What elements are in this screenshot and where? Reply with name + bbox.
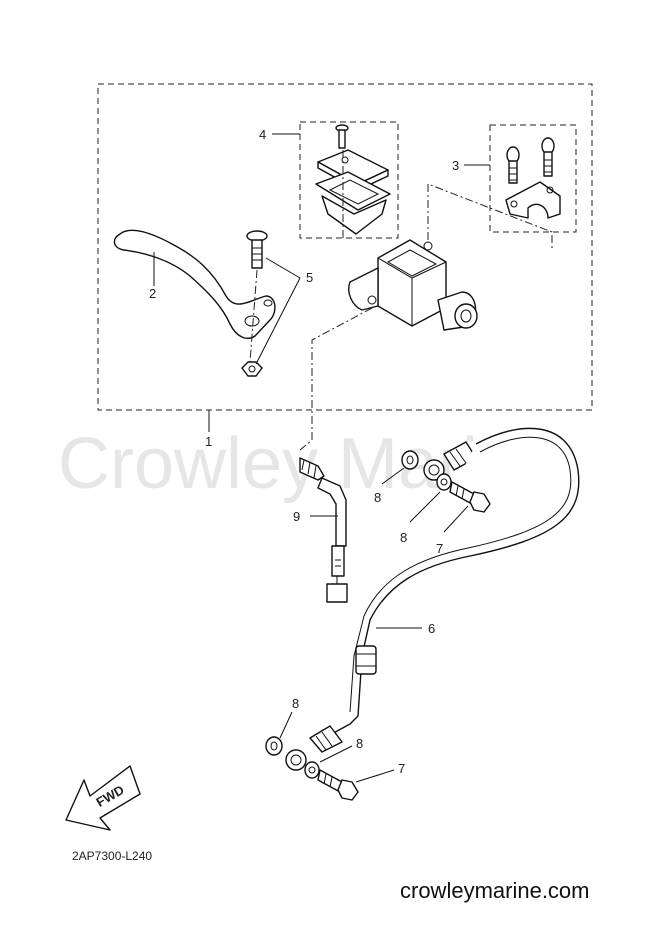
callout-8-upper-right: 8	[400, 530, 407, 545]
switch-centre-line	[299, 307, 373, 451]
holder-bolts	[506, 137, 555, 184]
washer-lower-left	[265, 736, 283, 756]
callout-7-lower: 7	[398, 761, 405, 776]
leader-8a	[381, 467, 405, 485]
callout-1: 1	[205, 434, 212, 449]
callout-4: 4	[259, 127, 266, 142]
callout-9: 9	[293, 509, 300, 524]
brake-switch	[299, 457, 348, 603]
brake-hose-inner	[349, 436, 572, 713]
callout-3: 3	[452, 158, 459, 173]
leader-8d	[319, 745, 353, 763]
leader-7b	[355, 769, 395, 783]
callout-7-upper: 7	[436, 541, 443, 556]
pivot-axis	[249, 269, 258, 363]
website-footer: crowleymarine.com	[400, 878, 590, 903]
brake-lever	[113, 229, 276, 340]
fwd-arrow-icon: FWD	[65, 765, 141, 831]
master-cylinder	[348, 239, 478, 331]
diagram-code: 2AP7300-L240	[72, 849, 153, 863]
leader-7a	[443, 505, 469, 533]
pivot-nut	[241, 361, 263, 377]
leader-8c	[279, 711, 293, 739]
washer-upper-right	[436, 473, 452, 491]
diaphragm	[315, 171, 391, 235]
holder-box	[489, 124, 577, 233]
callout-2: 2	[149, 286, 156, 301]
leader-8b	[409, 491, 441, 523]
cap-centre-line	[342, 150, 553, 250]
leader-5b	[255, 277, 301, 365]
hose-grommet	[355, 645, 377, 675]
reservoir-cap-box	[299, 121, 399, 239]
pivot-bolt	[246, 230, 268, 269]
callout-8-lower-left: 8	[292, 696, 299, 711]
upper-hose-fitting	[423, 441, 477, 481]
union-bolt-lower	[317, 769, 359, 801]
brake-hose	[327, 427, 580, 737]
callout-8-upper-left: 8	[374, 490, 381, 505]
union-bolt-upper	[449, 481, 491, 513]
cap-screw	[335, 124, 349, 149]
washer-upper-left	[401, 450, 419, 470]
washer-lower-right	[304, 761, 320, 779]
holder-clamp	[505, 181, 561, 219]
lower-hose-fitting	[285, 725, 343, 771]
leader-5a	[265, 257, 301, 279]
callout-8-lower-right: 8	[356, 736, 363, 751]
callout-6: 6	[428, 621, 435, 636]
callout-5: 5	[306, 270, 313, 285]
